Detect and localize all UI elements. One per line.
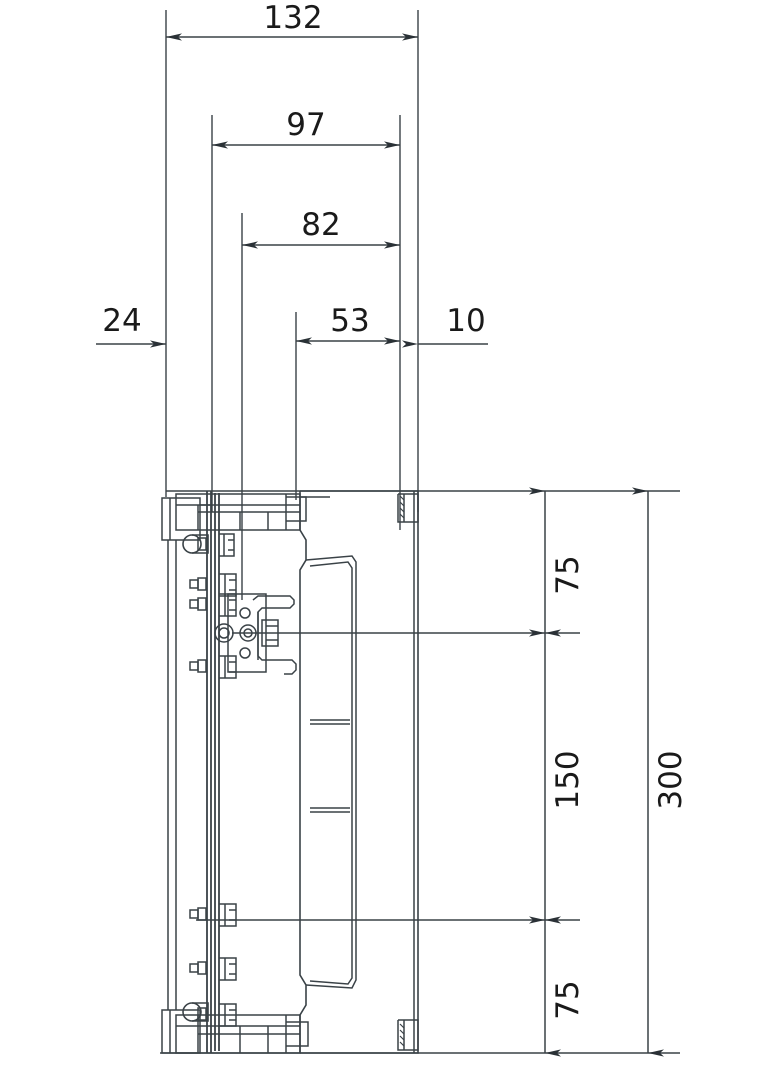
bracket-hole-lower — [239, 647, 251, 659]
dim-label-53: 53 — [330, 303, 369, 339]
extension-lines-vertical — [165, 10, 419, 600]
bolt-fixing-4 — [189, 655, 237, 679]
dim-label-24: 24 — [102, 303, 141, 339]
retainer-clip-upper — [252, 595, 297, 675]
extension-lines-horizontal — [160, 490, 680, 1054]
bolt-fixing-6 — [189, 957, 237, 981]
anchor-plate-bottom — [161, 1009, 201, 1054]
bracket-plate — [214, 593, 267, 673]
dim-label-300: 300 — [653, 750, 689, 809]
bracket-hole-upper — [239, 607, 251, 619]
bracket-bolt-center — [239, 624, 257, 642]
cover-bottom-lip — [397, 1019, 419, 1051]
dim-label-150: 150 — [550, 750, 586, 809]
dim-label-75-bottom: 75 — [550, 980, 586, 1019]
mullion-profile — [206, 491, 220, 1053]
seal-top — [182, 534, 209, 554]
seal-bottom — [182, 1002, 209, 1022]
dimension-texts: 132 97 82 53 24 10 75 150 75 300 — [102, 0, 689, 1020]
bolt-fixing-5 — [189, 903, 237, 927]
cover-profile-outer — [299, 490, 419, 1054]
bolt-fixing-3 — [189, 593, 237, 617]
dim-label-82: 82 — [301, 207, 340, 243]
dim-label-97: 97 — [286, 107, 325, 143]
lip-hatching — [399, 495, 405, 1047]
dimension-lines-horizontal — [96, 33, 488, 348]
dim-label-10: 10 — [446, 303, 485, 339]
mullion-washer — [214, 623, 234, 643]
dimension-lines-vertical — [529, 487, 664, 1057]
bolt-fixing-7 — [197, 1003, 237, 1027]
section-geometry — [161, 490, 419, 1054]
retainer-clip-detail — [261, 619, 279, 647]
bolt-fixing-1 — [197, 533, 235, 557]
cover-profile-inner — [305, 555, 357, 989]
bolt-fixing-2 — [189, 573, 237, 597]
transom-top — [175, 493, 307, 531]
dim-label-75-top: 75 — [550, 555, 586, 594]
dim-label-132: 132 — [263, 0, 322, 36]
